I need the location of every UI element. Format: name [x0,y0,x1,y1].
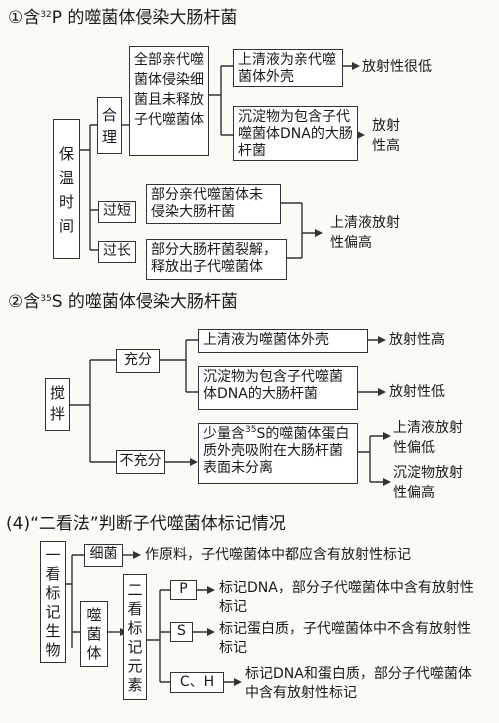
result-very-low: 放射性很低 [362,59,432,75]
too-long-description: 部分大肠杆菌裂解，释放出子代噬菌体 [146,239,287,280]
second-look-element: 二看标记元素 [123,574,147,700]
s-description: 标记蛋白质，子代噬菌体中不含有放射性标记 [219,621,471,656]
result-high: 放射性高 [372,118,400,154]
result-supernatant-high: 上清液放射性偏高 [330,215,400,251]
shell-adsorbed-description: 少量含35S的噬菌体蛋白质外壳吸附在大肠杆菌表面未分离 [198,423,358,484]
result-low: 放射性低 [389,384,445,400]
too-short-description: 部分亲代噬菌体未侵染大肠杆菌 [146,184,281,224]
c-h-description: 标记DNA和蛋白质，部分子代噬菌体中含有放射性标记 [245,666,472,701]
branch-too-long: 过长 [98,241,136,263]
branch-sufficient: 充分 [116,349,160,373]
branch-phage: 噬菌体 [80,601,108,667]
supernatant-phage-shell: 上清液为噬菌体外壳 [198,329,368,353]
element-p: P [170,580,197,600]
root-first-look: 一看标记生物 [40,541,66,663]
branch-insufficient: 不充分 [116,450,165,474]
section1-title: ①含32P 的噬菌体侵染大肠杆菌 [8,8,238,28]
element-c-h: C、H [170,672,224,693]
sediment-bacteria-dna-2: 沉淀物为包含子代噬菌体DNA的大肠杆菌 [198,366,358,410]
section2-title: ②含35S 的噬菌体侵染大肠杆菌 [8,292,238,312]
element-s: S [170,622,193,642]
bacteria-description: 作原料，子代噬菌体中都应含有放射性标记 [145,547,411,563]
branch-bacteria: 细菌 [84,544,123,567]
reasonable-description: 全部亲代噬菌体侵染细菌且未释放子代噬菌体 [129,46,209,156]
root-insulation-time: 保温时间 [53,119,80,259]
sediment-bacteria-dna: 沉淀物为包含子代噬菌体DNA的大肠杆菌 [233,106,358,161]
section3-title: (4)“二看法”判断子代噬菌体标记情况 [6,514,286,534]
result-sediment-high: 沉淀物放射性偏高 [393,465,463,501]
branch-too-short: 过短 [98,201,136,223]
result-supernatant-low: 上清液放射性偏低 [393,420,463,456]
p-description: 标记DNA，部分子代噬菌体中含有放射性标记 [219,580,474,615]
result-high-2: 放射性高 [389,332,445,348]
root-stirring: 搅拌 [45,378,70,431]
supernatant-parent-shell: 上清液为亲代噬菌体外壳 [233,49,343,87]
branch-reasonable: 合理 [97,97,122,154]
